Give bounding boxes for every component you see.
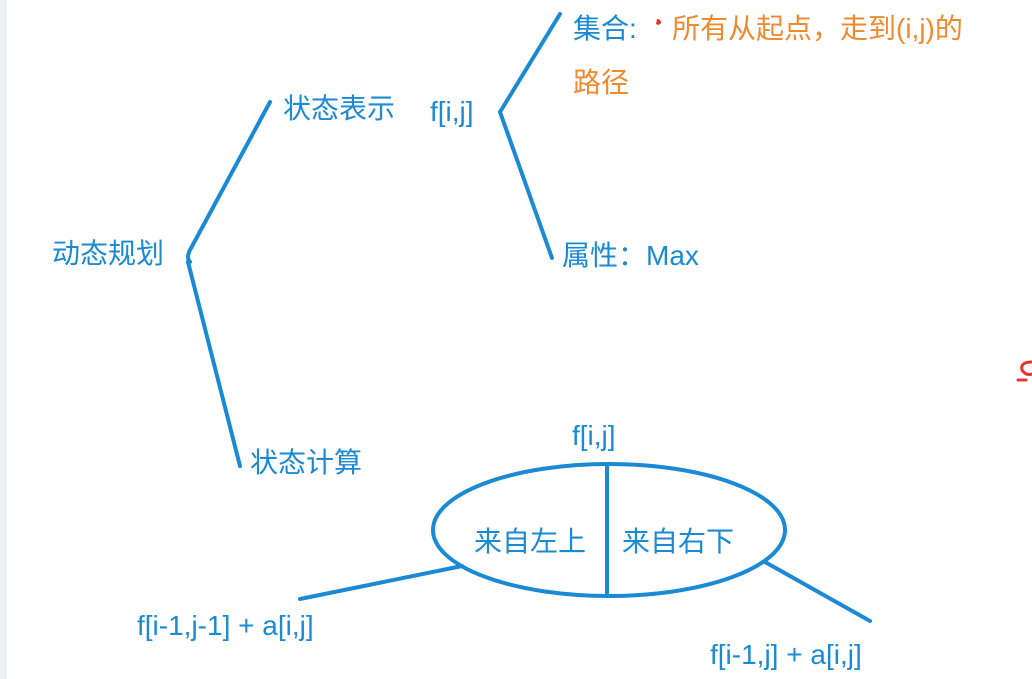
right-formula: f[i-1,j] + a[i,j] bbox=[710, 639, 862, 670]
red-partial-stroke-mark bbox=[1016, 360, 1032, 382]
branch-var-to-attribute bbox=[498, 110, 554, 260]
left-part-label: 来自左上 bbox=[474, 526, 586, 557]
branch-root-to-state-repr bbox=[186, 100, 272, 264]
branch-left-part-to-formula bbox=[298, 564, 464, 601]
set-label: 集合: bbox=[573, 13, 637, 44]
attribute-label: 属性：Max bbox=[562, 240, 699, 271]
canvas-left-edge bbox=[0, 0, 7, 679]
state-calc-label: 状态计算 bbox=[250, 447, 362, 478]
set-description-line1: 所有从起点，走到(i,j)的 bbox=[672, 13, 963, 44]
left-formula: f[i-1,j-1] + a[i,j] bbox=[137, 610, 314, 641]
state-repr-label: 状态表示 bbox=[283, 93, 395, 124]
branch-right-part-to-formula bbox=[763, 560, 872, 623]
root-label: 动态规划 bbox=[52, 238, 164, 269]
state-calc-var: f[i,j] bbox=[572, 420, 616, 451]
branch-var-to-set bbox=[498, 12, 562, 114]
connector-lines bbox=[186, 12, 872, 623]
right-part-label: 来自右下 bbox=[622, 526, 734, 557]
red-dot-mark bbox=[656, 19, 661, 25]
branch-root-to-state-calc bbox=[186, 260, 242, 468]
set-description-line2: 路径 bbox=[573, 67, 629, 98]
state-repr-var: f[i,j] bbox=[430, 96, 474, 127]
